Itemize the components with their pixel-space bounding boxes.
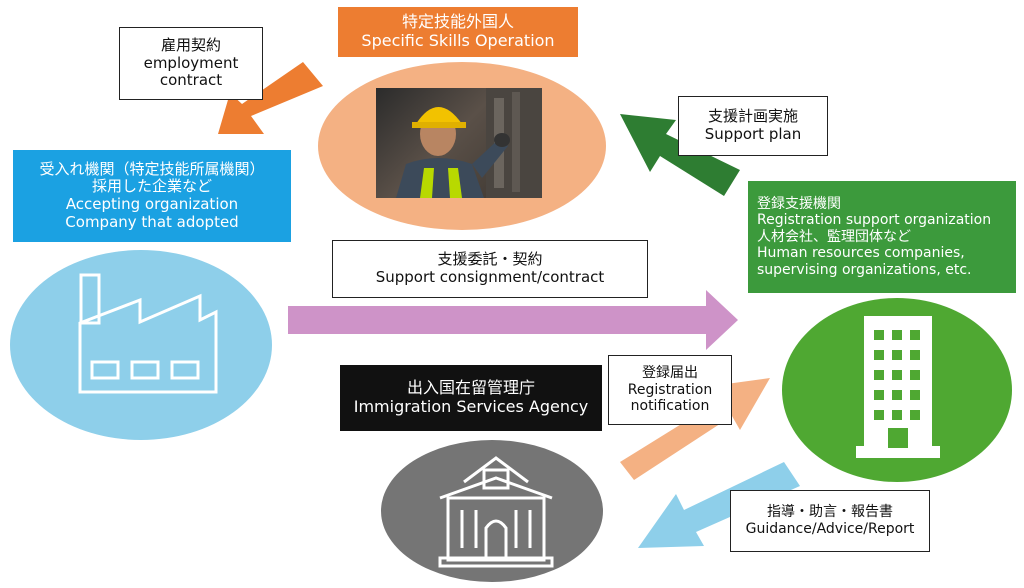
notification-arrow [620, 378, 770, 480]
registration-org-en2: Human resources companies, [757, 245, 965, 262]
employment-contract-en1: employment [143, 53, 239, 72]
accepting-org-en1: Accepting organization [65, 195, 239, 213]
guidance-arrow [638, 462, 800, 548]
support-plan-jp: 支援計画実施 [707, 107, 798, 126]
consignment-en: Support consignment/contract [375, 268, 605, 286]
registration-org-en3: supervising organizations, etc. [757, 261, 972, 278]
accepting-org-jp1: 受入れ機関（特定技能所属機関） [39, 159, 265, 178]
factory-icon [78, 273, 218, 394]
accepting-org-label: 受入れ機関（特定技能所属機関） 採用した企業など Accepting organ… [13, 150, 291, 242]
registration-org-en1: Registration support organization [757, 212, 992, 229]
government-building-icon [438, 456, 554, 568]
notification-jp: 登録届出 [642, 365, 698, 382]
support-plan-en: Support plan [704, 125, 802, 143]
worker-photo [376, 88, 542, 198]
foreign-worker-title-jp: 特定技能外国人 [401, 12, 514, 32]
registration-org-jp1: 登録支援機関 [757, 195, 841, 212]
worker-photo-drawing [396, 88, 542, 198]
employment-contract-label: 雇用契約 employment contract [119, 27, 263, 100]
immigration-jp: 出入国在留管理庁 [406, 378, 535, 398]
notification-en1: Registration [627, 381, 713, 398]
guidance-label: 指導・助言・報告書 Guidance/Advice/Report [730, 490, 930, 552]
support-plan-label: 支援計画実施 Support plan [678, 96, 828, 156]
registration-org-jp2: 人材会社、監理団体など [757, 228, 911, 245]
accepting-org-ellipse [10, 250, 272, 440]
accepting-org-en2: Company that adopted [65, 212, 239, 231]
immigration-en: Immigration Services Agency [353, 397, 589, 416]
office-building-icon [856, 316, 940, 458]
immigration-label: 出入国在留管理庁 Immigration Services Agency [340, 365, 602, 431]
registration-org-label: 登録支援機関 Registration support organization… [748, 181, 1016, 293]
guidance-en: Guidance/Advice/Report [745, 521, 915, 537]
foreign-worker-title-en: Specific Skills Operation [361, 31, 555, 50]
guidance-jp: 指導・助言・報告書 [767, 504, 893, 521]
foreign-worker-label: 特定技能外国人 Specific Skills Operation [338, 7, 578, 57]
accepting-org-jp2: 採用した企業など [91, 177, 212, 196]
employment-contract-jp: 雇用契約 [160, 35, 221, 54]
consignment-jp: 支援委託・契約 [437, 250, 543, 269]
employment-contract-en2: contract [159, 71, 223, 90]
consignment-label: 支援委託・契約 Support consignment/contract [332, 240, 648, 298]
employment-arrow [218, 62, 323, 134]
notification-en2: notification [630, 398, 710, 415]
notification-label: 登録届出 Registration notification [608, 355, 732, 425]
consignment-arrow [288, 290, 738, 350]
